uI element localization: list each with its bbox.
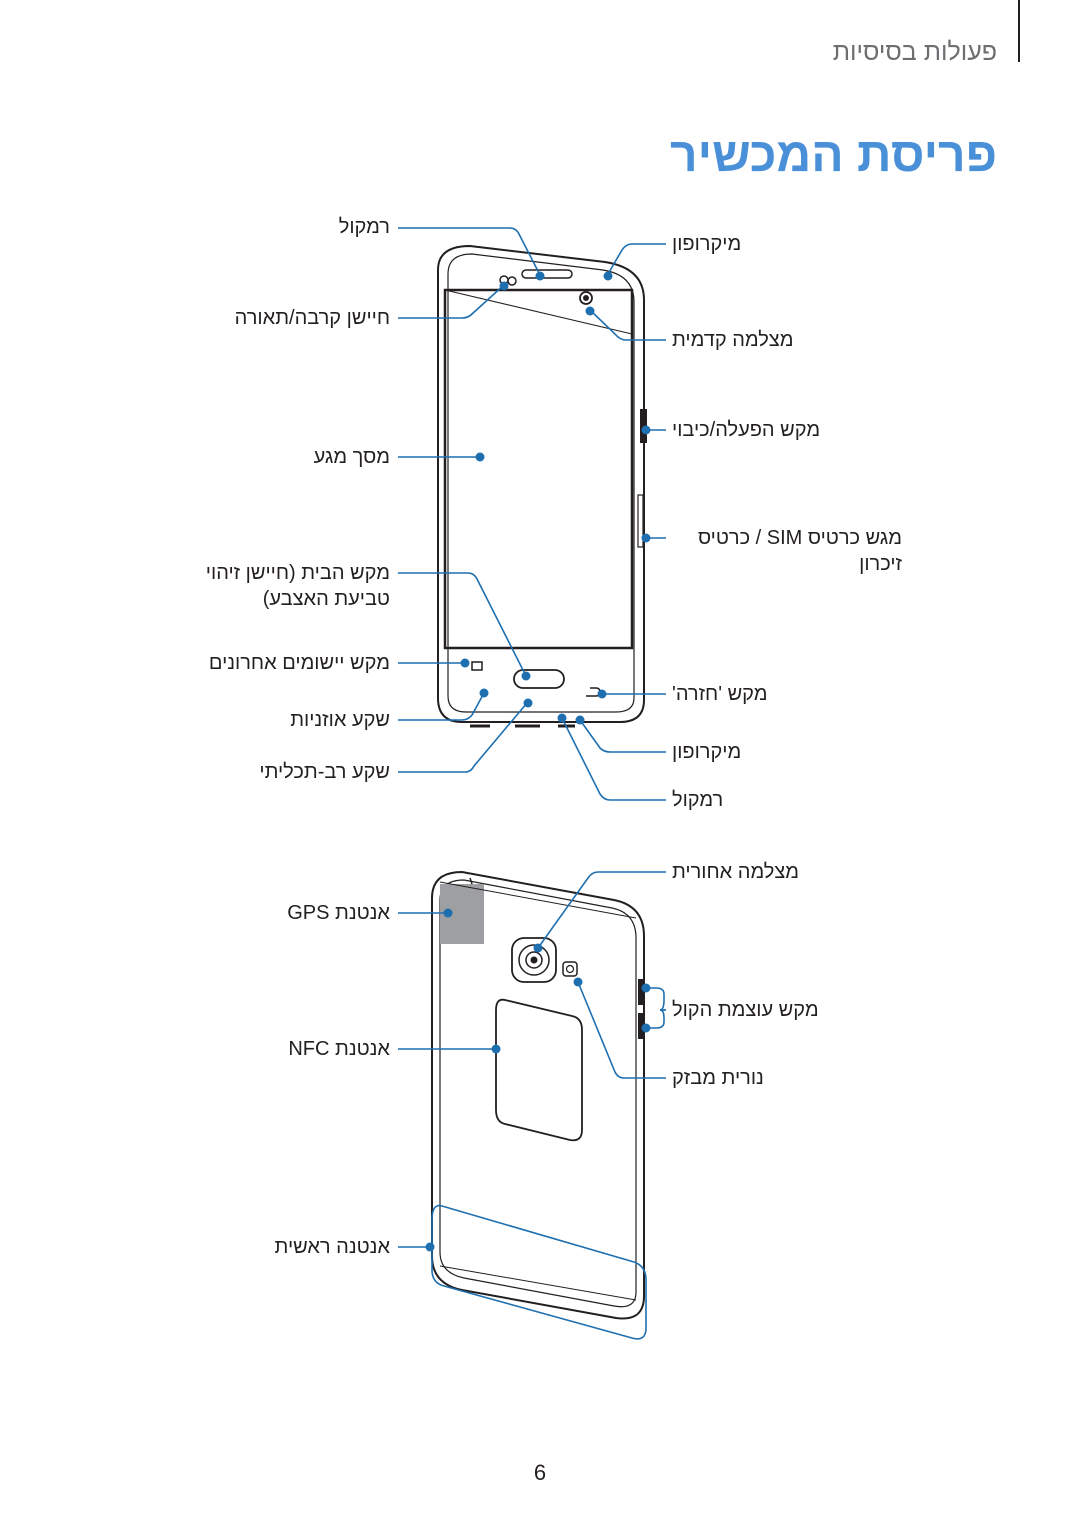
- label-home-key-line2: טביעת האצבע): [262, 588, 390, 610]
- recent-key-shape: [471, 661, 483, 671]
- label-microphone-top: מיקרופון: [672, 233, 742, 255]
- label-multipurpose-jack: שקע רב-תכליתי: [259, 761, 390, 783]
- header-divider: [1018, 0, 1020, 62]
- front-screen-top-bevel: [444, 289, 633, 335]
- back-callouts: [398, 871, 666, 1340]
- label-earphone-jack: שקע אוזניות: [290, 709, 390, 731]
- section-title: פעולות בסיסיות: [832, 38, 997, 66]
- front-screen: [443, 288, 634, 650]
- rear-camera-lens: [525, 951, 543, 969]
- page-number: 6: [533, 1460, 547, 1485]
- label-volume-key: מקש עוצמת הקול: [672, 999, 819, 1021]
- back-bottom-band: [439, 1265, 637, 1301]
- sensor-dot-b: [507, 276, 517, 286]
- label-front-camera: מצלמה קדמית: [672, 329, 794, 351]
- earpiece-grille-shape: [521, 269, 573, 279]
- front-phone-illustration: [437, 244, 647, 728]
- volume-up-shape: [638, 979, 645, 1005]
- label-nfc-antenna: אנטנת NFC: [288, 1038, 390, 1060]
- label-microphone-bottom: מיקרופון: [672, 741, 742, 763]
- label-sim-tray-line1: מגש כרטיס SIM / כרטיס: [697, 527, 902, 549]
- home-key-shape: [513, 669, 565, 689]
- label-speaker-bottom: רמקול: [672, 789, 724, 811]
- label-recent-apps-key: מקש יישומים אחרונים: [208, 652, 390, 674]
- main-antenna-outline: [431, 1204, 647, 1340]
- label-flash: נורית מבזק: [672, 1067, 764, 1089]
- label-main-antenna: אנטנה ראשית: [274, 1236, 390, 1258]
- back-callout-dots: [425, 908, 651, 1252]
- back-phone-body: [431, 870, 645, 1320]
- label-gps-antenna: אנטנת GPS: [287, 902, 390, 924]
- label-sim-tray-line2: זיכרון: [859, 553, 902, 575]
- front-phone-inner-edge: [447, 253, 635, 713]
- front-phone-body: [437, 244, 645, 723]
- front-callouts: [398, 227, 666, 801]
- label-power-key: מקש הפעלה/כיבוי: [672, 419, 821, 441]
- nfc-antenna-area: [495, 998, 583, 1142]
- label-back-key: מקש 'חזרה': [672, 683, 768, 705]
- label-home-key-line1: מקש הבית (חיישן זיהוי: [205, 562, 390, 584]
- back-top-band: [439, 881, 637, 919]
- label-speaker-top: רמקול: [338, 216, 390, 238]
- sim-tray-shape: [637, 494, 644, 548]
- label-touch-screen: מסך מגע: [313, 446, 390, 468]
- front-callout-dots: [460, 271, 651, 725]
- rear-camera-housing: [511, 937, 557, 983]
- label-rear-camera: מצלמה אחורית: [672, 861, 800, 883]
- front-camera-lens: [579, 291, 593, 305]
- label-light-sensor: חיישן קרבה/תאורה: [234, 307, 390, 329]
- page-title: פריסת המכשיר: [670, 129, 997, 182]
- flash-shape: [562, 961, 578, 977]
- back-phone-illustration: [431, 870, 645, 1320]
